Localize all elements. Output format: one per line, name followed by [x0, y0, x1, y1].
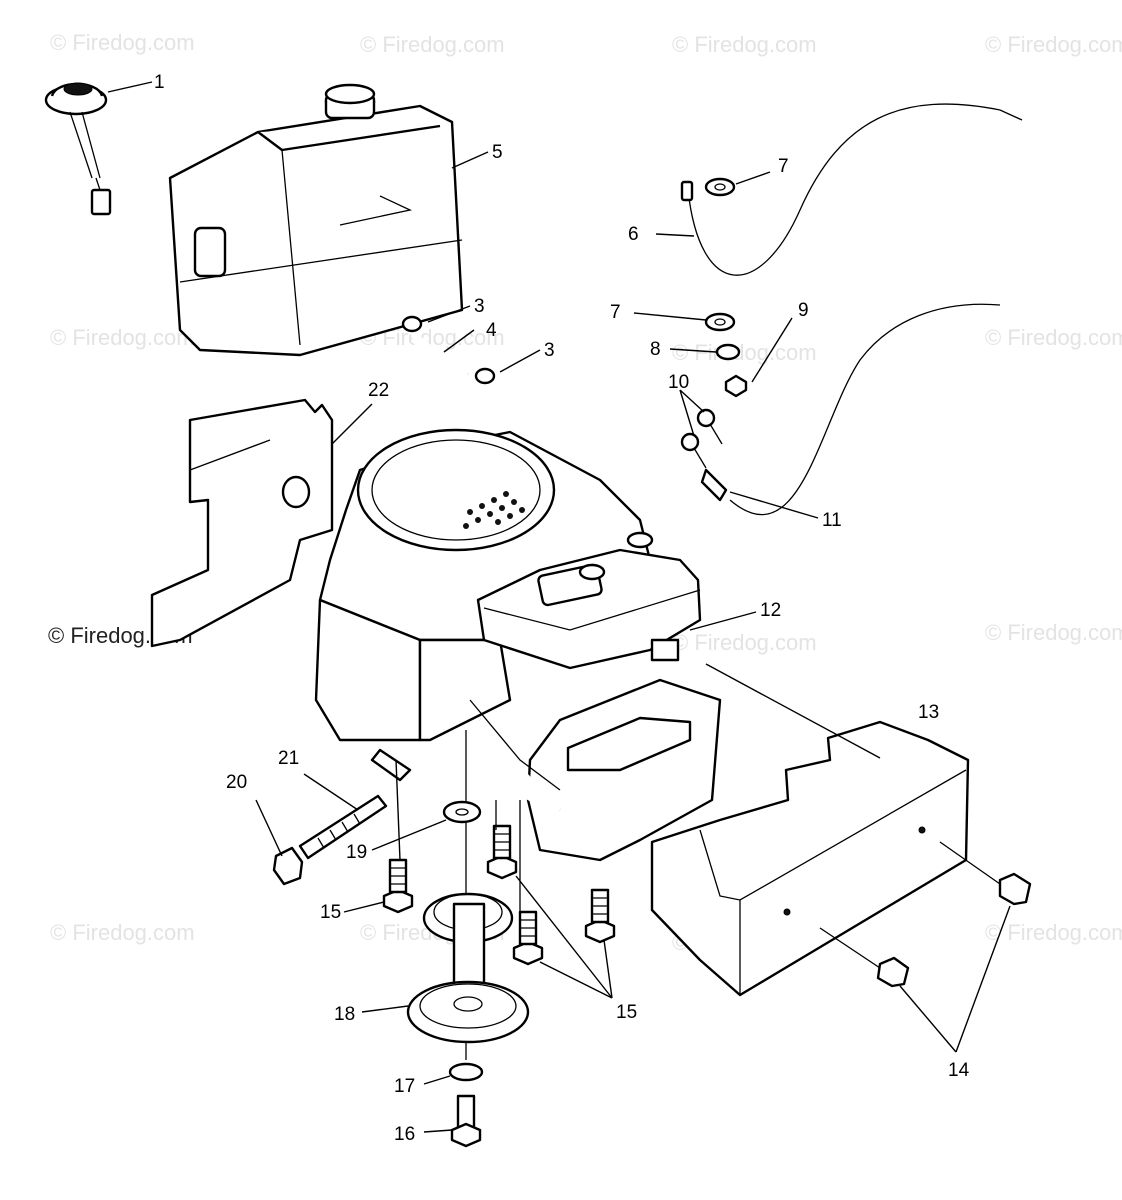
leader-lines	[107, 81, 1011, 1133]
callout-10: 10	[668, 372, 689, 393]
engine-guard-part	[650, 720, 970, 997]
callout-22: 22	[368, 380, 389, 401]
callout-8: 8	[650, 339, 661, 360]
heat-shield-part	[150, 398, 334, 648]
callout-15: 15	[320, 902, 341, 923]
callout-6: 6	[628, 224, 639, 245]
callout-3: 3	[474, 296, 485, 317]
pulley-assembly-part	[406, 730, 530, 1148]
watermark: © Firedog.com	[672, 630, 817, 655]
throttle-cable-part	[680, 103, 1023, 516]
watermark: © Firedog.com	[985, 32, 1122, 57]
callout-11: 11	[822, 510, 842, 531]
fuel-line-part	[401, 315, 496, 385]
fuel-tank-part	[168, 83, 464, 357]
watermark: © Firedog.com	[985, 325, 1122, 350]
hardware-parts	[680, 177, 748, 469]
watermark: © Firedog.com	[985, 920, 1122, 945]
watermark: © Firedog.com	[672, 340, 817, 365]
callout-19: 19	[346, 842, 367, 863]
callout-labels: 1 5 3 4 3 6 7 7 8 9 10 11 12 13 14 15 15…	[154, 72, 970, 1145]
callout-17: 17	[394, 1076, 415, 1097]
callout-7: 7	[778, 156, 789, 177]
watermark: © Firedog.com	[50, 920, 195, 945]
callout-20: 20	[226, 772, 247, 793]
callout-13: 13	[918, 702, 939, 723]
engine-part	[314, 428, 722, 862]
callout-3: 3	[544, 340, 555, 361]
callout-18: 18	[334, 1004, 355, 1025]
fuel-cap-part	[44, 82, 112, 216]
callout-15: 15	[616, 1002, 637, 1023]
callout-4: 4	[486, 320, 497, 341]
callout-14: 14	[948, 1060, 970, 1081]
callout-9: 9	[798, 300, 809, 321]
watermark: © Firedog.com	[360, 32, 505, 57]
bolts-14	[819, 841, 1032, 988]
watermark: © Firedog.com	[50, 30, 195, 55]
callout-5: 5	[492, 142, 503, 163]
watermark: © Firedog.com	[50, 325, 195, 350]
watermark: © Firedog.com	[985, 620, 1122, 645]
callout-1: 1	[154, 72, 165, 93]
callout-21: 21	[278, 748, 299, 769]
oil-drain-part	[272, 794, 388, 886]
callout-7: 7	[610, 302, 621, 323]
bolts-15	[382, 824, 616, 966]
watermark: © Firedog.com	[672, 32, 817, 57]
callout-16: 16	[394, 1124, 415, 1145]
callout-12: 12	[760, 600, 781, 621]
